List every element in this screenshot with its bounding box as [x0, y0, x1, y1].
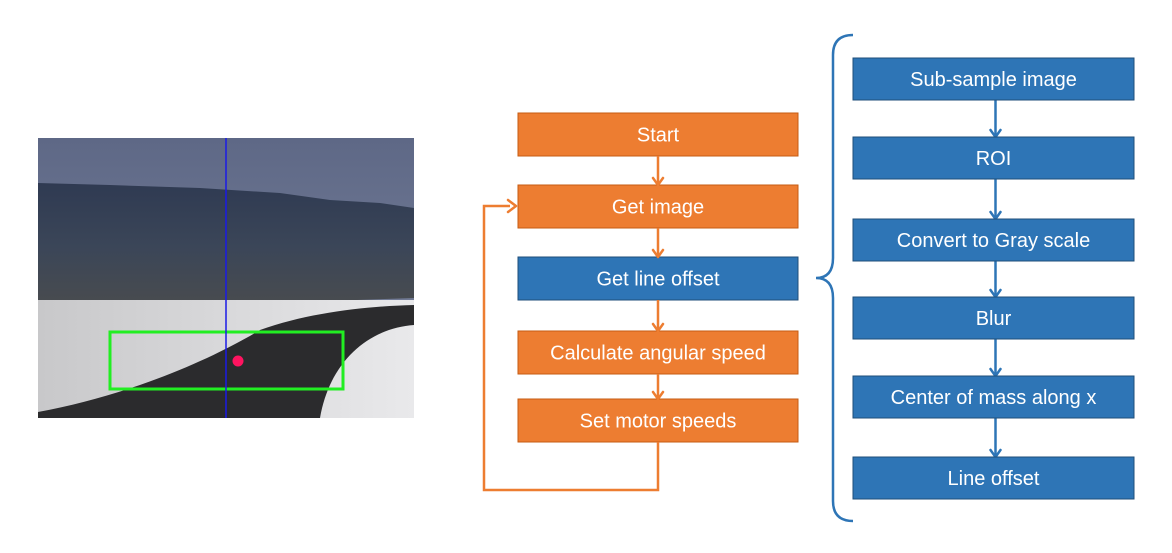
main-step-start: Start — [517, 112, 799, 157]
step-box — [517, 256, 799, 301]
step-label: Start — [637, 125, 680, 147]
step-label: Center of mass along x — [891, 387, 1097, 409]
main-step-set-motor-speeds: Set motor speeds — [517, 398, 799, 443]
arrow-head — [651, 176, 665, 187]
step-label: Blur — [976, 308, 1012, 330]
step-box — [852, 456, 1135, 500]
loop-back-connector — [482, 204, 660, 492]
sub-step-blur: Blur — [852, 296, 1135, 340]
step-box — [852, 296, 1135, 340]
step-label: Convert to Gray scale — [897, 230, 1090, 252]
loop-back-arrow-head — [506, 198, 518, 214]
step-box — [852, 57, 1135, 101]
sub-step-sub-sample-image: Sub-sample image — [852, 57, 1135, 101]
step-box — [517, 112, 799, 157]
centroid-dot — [232, 355, 244, 367]
sub-step-center-of-mass-along-x: Center of mass along x — [852, 375, 1135, 419]
main-step-calculate-angular-speed: Calculate angular speed — [517, 330, 799, 375]
step-box — [852, 375, 1135, 419]
sub-step-line-offset: Line offset — [852, 456, 1135, 500]
step-box — [517, 184, 799, 229]
step-box — [852, 136, 1135, 180]
arrow-head — [651, 248, 665, 259]
step-label: Line offset — [948, 468, 1040, 490]
arrow-head — [651, 390, 665, 401]
curly-brace — [815, 33, 854, 523]
step-box — [852, 218, 1135, 262]
step-label: Sub-sample image — [910, 69, 1077, 91]
connectors — [482, 100, 1002, 492]
step-label: Calculate angular speed — [550, 343, 766, 365]
step-label: Get image — [612, 197, 704, 219]
main-step-get-image: Get image — [517, 184, 799, 229]
main-step-get-line-offset: Get line offset — [517, 256, 799, 301]
step-label: Set motor speeds — [580, 411, 737, 433]
step-label: Get line offset — [596, 269, 719, 291]
step-label: ROI — [976, 148, 1012, 170]
sub-step-roi: ROI — [852, 136, 1135, 180]
arrow-head — [651, 322, 665, 333]
camera-image — [38, 138, 414, 418]
sub-step-convert-to-gray-scale: Convert to Gray scale — [852, 218, 1135, 262]
step-box — [517, 398, 799, 443]
